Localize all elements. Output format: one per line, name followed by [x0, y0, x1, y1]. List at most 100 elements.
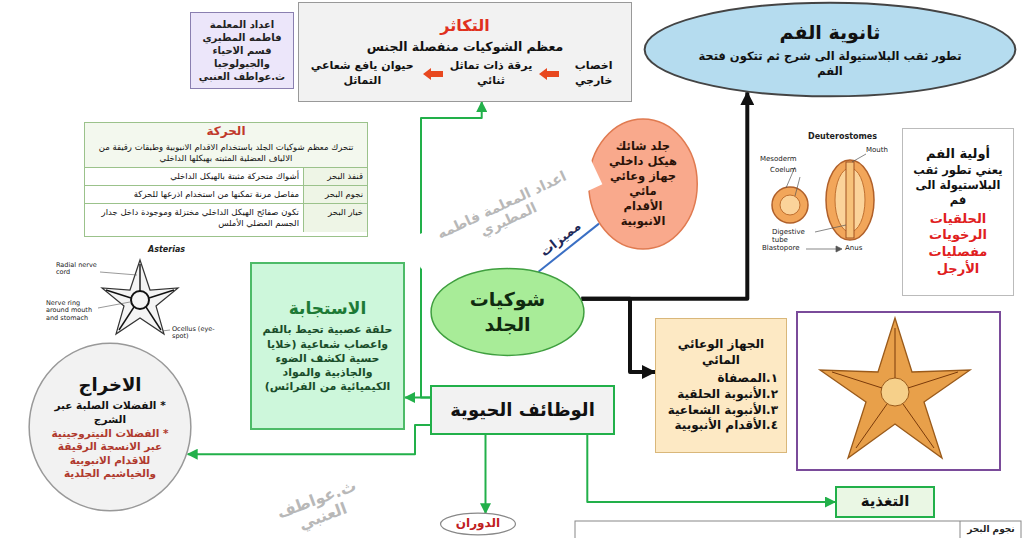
- figure-label: Nerve ring around mouth and stomach: [46, 300, 98, 322]
- starfish-body: [820, 318, 970, 458]
- table-cell: نجوم البحر: [963, 524, 1019, 534]
- node-text: التغذية: [861, 492, 910, 512]
- table-row-head: خيار البحر: [303, 203, 367, 232]
- chain-arrow: [423, 68, 443, 80]
- node-text: الاخراج: [79, 373, 142, 396]
- node-text: قسم الاحياء والجيولوجيا: [195, 44, 289, 70]
- deuterostome-ellipse: ثانوية الفم تطور ثقب البلاستيولة الى شرج …: [642, 2, 1018, 97]
- figure-label: Blastopore: [762, 244, 806, 252]
- movement-table: الحركةتتحرك معظم شوكيات الجلد باستخدام ا…: [84, 122, 368, 237]
- chain-arrow-head: [423, 68, 443, 80]
- node-text: الاستجابة: [289, 297, 366, 319]
- leader-lines: [786, 154, 866, 252]
- excretion-circle: الاخراج * الفضلات الصلبة عبر الشرج* الفضل…: [28, 342, 192, 512]
- embryo-inner: [780, 195, 800, 215]
- node-text: الحلقيات: [930, 211, 987, 228]
- table-intro: تتحرك معظم شوكيات الجلد باستخدام الاقدام…: [85, 141, 367, 167]
- watermark: ث.عواطف العنبي: [253, 469, 388, 538]
- node-text: الجهاز الوعائي المائي: [664, 337, 778, 368]
- table-divider: [960, 521, 961, 538]
- node-text: الوظائف الحيوية: [450, 398, 595, 421]
- nutrition-box: التغذية: [835, 486, 935, 518]
- embryo-early: [772, 187, 808, 223]
- figure-label: Radial nerve cord: [56, 262, 100, 277]
- node-text: ٢.الأنبوبة الحلقية: [677, 387, 778, 403]
- node-text: * الفضلات النيتروجينية عبر الانسجة الرقي…: [48, 427, 172, 482]
- internal-canals: [832, 328, 958, 448]
- radial-nerves: [106, 264, 174, 330]
- starfish-anatomy: [797, 312, 1000, 470]
- node-text: تطور ثقب البلاستيولة الى شرج ثم تتكون فت…: [694, 49, 966, 79]
- node-text: شوكيات الجلد: [446, 287, 569, 336]
- node-text: ثانوية الفم: [780, 20, 881, 45]
- node-text: ث.عواطف العنبي: [199, 70, 285, 83]
- chain-row: اخصاب خارجي يرقة ذات تماثل ثنائي حيوان ياف…: [305, 59, 625, 88]
- node-text: جهاز وعائي مائي: [600, 169, 686, 199]
- table-row-head: نجوم البحر: [303, 185, 367, 203]
- figure-frame: [797, 312, 1000, 470]
- reproduction-box: التكاثر معظم الشوكيات منفصلة الجنس اخصاب خ…: [298, 2, 632, 102]
- ellipse-shape: [589, 119, 697, 249]
- circulation-ellipse: الدوران: [440, 513, 516, 535]
- node-text: جلد شائك: [616, 139, 670, 154]
- connector: [485, 435, 487, 513]
- digestive-tube: [846, 162, 854, 238]
- features-circle: جلد شائكهيكل داخليجهاز وعائي مائيالأقدام…: [588, 118, 698, 250]
- central-ellipse: شوكيات الجلد: [430, 268, 585, 356]
- author-box: اعداد المعلمة فاطمه المطيريقسم الاحياء و…: [190, 12, 294, 89]
- ellipse-shape: [645, 3, 1016, 97]
- ellipse-outline: [430, 268, 585, 356]
- functions-box: الوظائف الحيوية: [430, 385, 615, 435]
- response-box: الاستجابة حلقة عصبية تحيط بالفم واعصاب شع…: [250, 262, 405, 430]
- node-text: أولية الفم: [926, 146, 990, 163]
- ellipse-shape: [431, 269, 584, 356]
- connector: [405, 397, 430, 399]
- figure-label: Mouth: [866, 146, 900, 154]
- asterias-figure: [98, 260, 178, 334]
- node-text: حلقة عصبية تحيط بالفم واعصاب شعاعية (خلا…: [258, 323, 397, 394]
- chain-arrow: [539, 68, 559, 80]
- node-text: يعني تطور ثقب البلاستيولة الى فم: [908, 163, 1008, 208]
- table-row: [575, 521, 1021, 538]
- figure-label: Mesoderm: [760, 155, 804, 163]
- table-heading: الحركة: [85, 123, 367, 141]
- node-text: هيكل داخلي: [609, 154, 677, 169]
- node-text: مفصليات الأرجل: [908, 244, 1008, 278]
- leader-lines: [98, 272, 170, 331]
- figure-label: Ocellus (eye-spot): [172, 326, 222, 341]
- chain-step: يرقة ذات تماثل ثنائي: [446, 59, 537, 88]
- node-text: * الفضلات الصلبة عبر الشرج: [48, 399, 172, 426]
- connector: [581, 299, 655, 372]
- box-heading: التكاثر: [440, 16, 489, 37]
- figure-label: Anus: [845, 244, 875, 252]
- starfish-outline: [102, 260, 178, 334]
- table-cell: أشواك متحركة مثبتة بالهيكل الداخلي: [85, 167, 303, 185]
- node-text: الدوران: [456, 516, 500, 532]
- node-text: الأقدام الانبوبية: [600, 199, 686, 229]
- central-disc: [881, 378, 909, 406]
- figure-label: Digestive tube: [772, 228, 816, 244]
- table-cell: تكون صفائح الهيكل الداخلي مختزلة وموجودة…: [85, 203, 303, 232]
- bottom-table-strip: [575, 521, 1021, 538]
- chain-arrow-head: [539, 68, 559, 80]
- chain-step: حيوان يافع شعاعي التماثل: [305, 59, 420, 88]
- nerve-ring: [131, 291, 149, 309]
- table-cell: مفاصل مرنة تمكنها من استخدام اذرعها للحر…: [85, 185, 303, 203]
- figure-label: Asterias: [148, 245, 198, 254]
- connector: [581, 92, 747, 299]
- node-text: ١.المصفاة: [717, 371, 778, 387]
- table-grid: قنفذ البحرأشواك متحركة مثبتة بالهيكل الد…: [85, 167, 367, 232]
- ellipse-shape: [29, 343, 191, 511]
- chain-step: اخصاب خارجي: [562, 59, 625, 88]
- ellipse-shape: [441, 513, 516, 535]
- figure-label: Coelum: [770, 166, 804, 174]
- figure-label: Deuterostomes: [808, 132, 888, 141]
- protostome-box: أولية الفميعني تطور ثقب البلاستيولة الى …: [902, 128, 1014, 296]
- box-body: معظم الشوكيات منفصلة الجنس: [367, 39, 564, 55]
- table-row-head: قنفذ البحر: [303, 167, 367, 185]
- water-vascular-box: الجهاز الوعائي المائي ١.المصفاة٢.الأنبوبة…: [655, 318, 787, 453]
- node-text: ٣.الأنبوبة الشعاعية: [668, 403, 778, 419]
- node-text: اعداد المعلمة فاطمه المطيري: [195, 18, 289, 44]
- node-text: الرخويات: [929, 227, 987, 244]
